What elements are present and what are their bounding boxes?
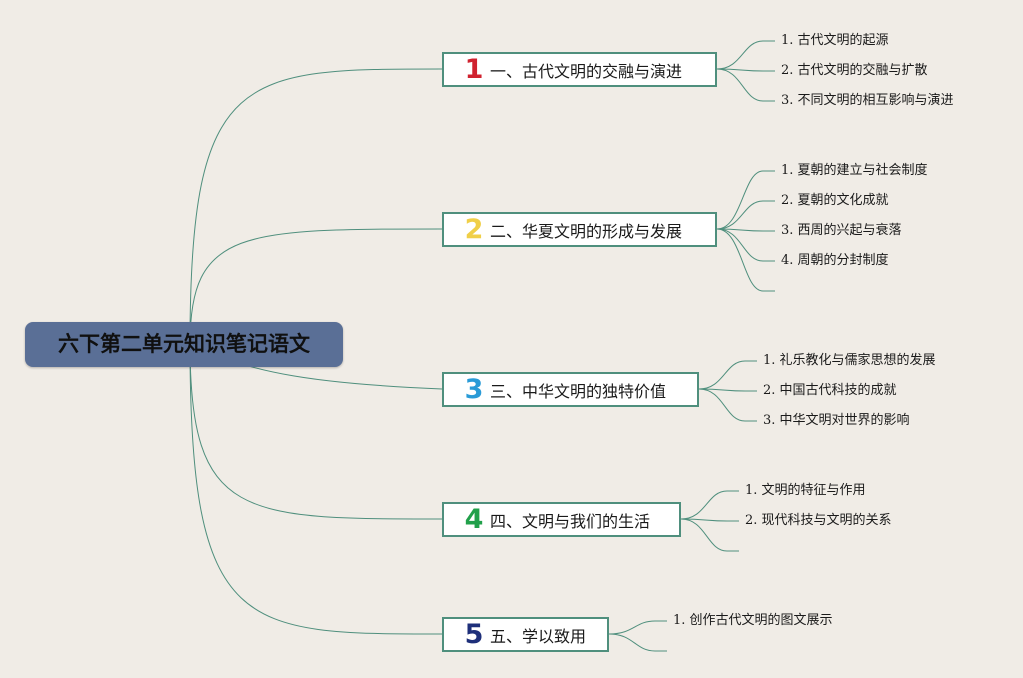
branch-2-number: 2	[464, 214, 484, 245]
branch-2-to-leaf-3	[716, 228, 775, 232]
root-topic[interactable]: 六下第二单元知识笔记语文	[25, 322, 343, 367]
leaf-5-1[interactable]: 1. 创作古代文明的图文展示	[673, 613, 833, 628]
leaf-1-1[interactable]: 1. 古代文明的起源	[781, 33, 889, 48]
branch-2-to-leaf-1	[716, 170, 775, 230]
branch-5-to-leaf-1	[608, 620, 667, 635]
branch-5[interactable]: 5 五、学以致用	[442, 617, 609, 652]
branch-1-to-leaf-1	[716, 40, 775, 70]
branch-5-number: 5	[464, 619, 484, 650]
branch-4-number: 4	[464, 504, 484, 535]
branch-2-to-leaf-4	[716, 228, 775, 262]
leaf-3-3[interactable]: 3. 中华文明对世界的影响	[763, 413, 910, 428]
root-title: 六下第二单元知识笔记语文	[58, 332, 310, 356]
branch-4-title: 四、文明与我们的生活	[490, 511, 651, 531]
leaf-2-4[interactable]: 4. 周朝的分封制度	[781, 253, 889, 268]
root-to-branch-5	[189, 343, 443, 635]
branch-3-title: 三、中华文明的独特价值	[490, 381, 667, 401]
branch-3[interactable]: 3 三、中华文明的独特价值	[442, 372, 699, 407]
branch-3-number: 3	[464, 374, 484, 405]
leaf-2-2[interactable]: 2. 夏朝的文化成就	[781, 193, 889, 208]
leaf-3-1[interactable]: 1. 礼乐教化与儒家思想的发展	[763, 353, 936, 368]
branch-4[interactable]: 4 四、文明与我们的生活	[442, 502, 681, 537]
branch-3-to-leaf-2	[698, 388, 757, 392]
leaf-4-2[interactable]: 2. 现代科技与文明的关系	[745, 513, 892, 528]
leaf-2-1[interactable]: 1. 夏朝的建立与社会制度	[781, 163, 928, 178]
root-to-branch-4	[189, 343, 443, 520]
branch-1-number: 1	[464, 54, 484, 85]
branch-1[interactable]: 1 一、古代文明的交融与演进	[442, 52, 717, 87]
leaf-1-3[interactable]: 3. 不同文明的相互影响与演进	[781, 93, 954, 108]
leaf-3-2[interactable]: 2. 中国古代科技的成就	[763, 383, 897, 398]
branch-1-to-leaf-3	[716, 68, 775, 102]
leaf-4-1[interactable]: 1. 文明的特征与作用	[745, 483, 866, 498]
branch-3-to-leaf-3	[698, 388, 757, 422]
branch-1-title: 一、古代文明的交融与演进	[490, 61, 683, 81]
branch-4-to-leaf-3	[680, 518, 739, 552]
branch-5-title: 五、学以致用	[490, 626, 587, 646]
branch-2[interactable]: 2 二、华夏文明的形成与发展	[442, 212, 717, 247]
leaf-1-2[interactable]: 2. 古代文明的交融与扩散	[781, 63, 928, 78]
branch-4-to-leaf-1	[680, 490, 739, 520]
branch-1-to-leaf-2	[716, 68, 775, 72]
branch-4-to-leaf-2	[680, 518, 739, 522]
branch-2-title: 二、华夏文明的形成与发展	[490, 221, 683, 241]
leaf-2-3[interactable]: 3. 西周的兴起与衰落	[781, 223, 902, 238]
root-to-branch-1	[189, 68, 443, 345]
branch-5-to-leaf-2	[608, 633, 667, 652]
branch-2-to-leaf-2	[716, 200, 775, 230]
branch-3-to-leaf-1	[698, 360, 757, 390]
root-to-branch-2	[189, 228, 443, 345]
branch-2-to-leaf-5	[716, 228, 775, 292]
